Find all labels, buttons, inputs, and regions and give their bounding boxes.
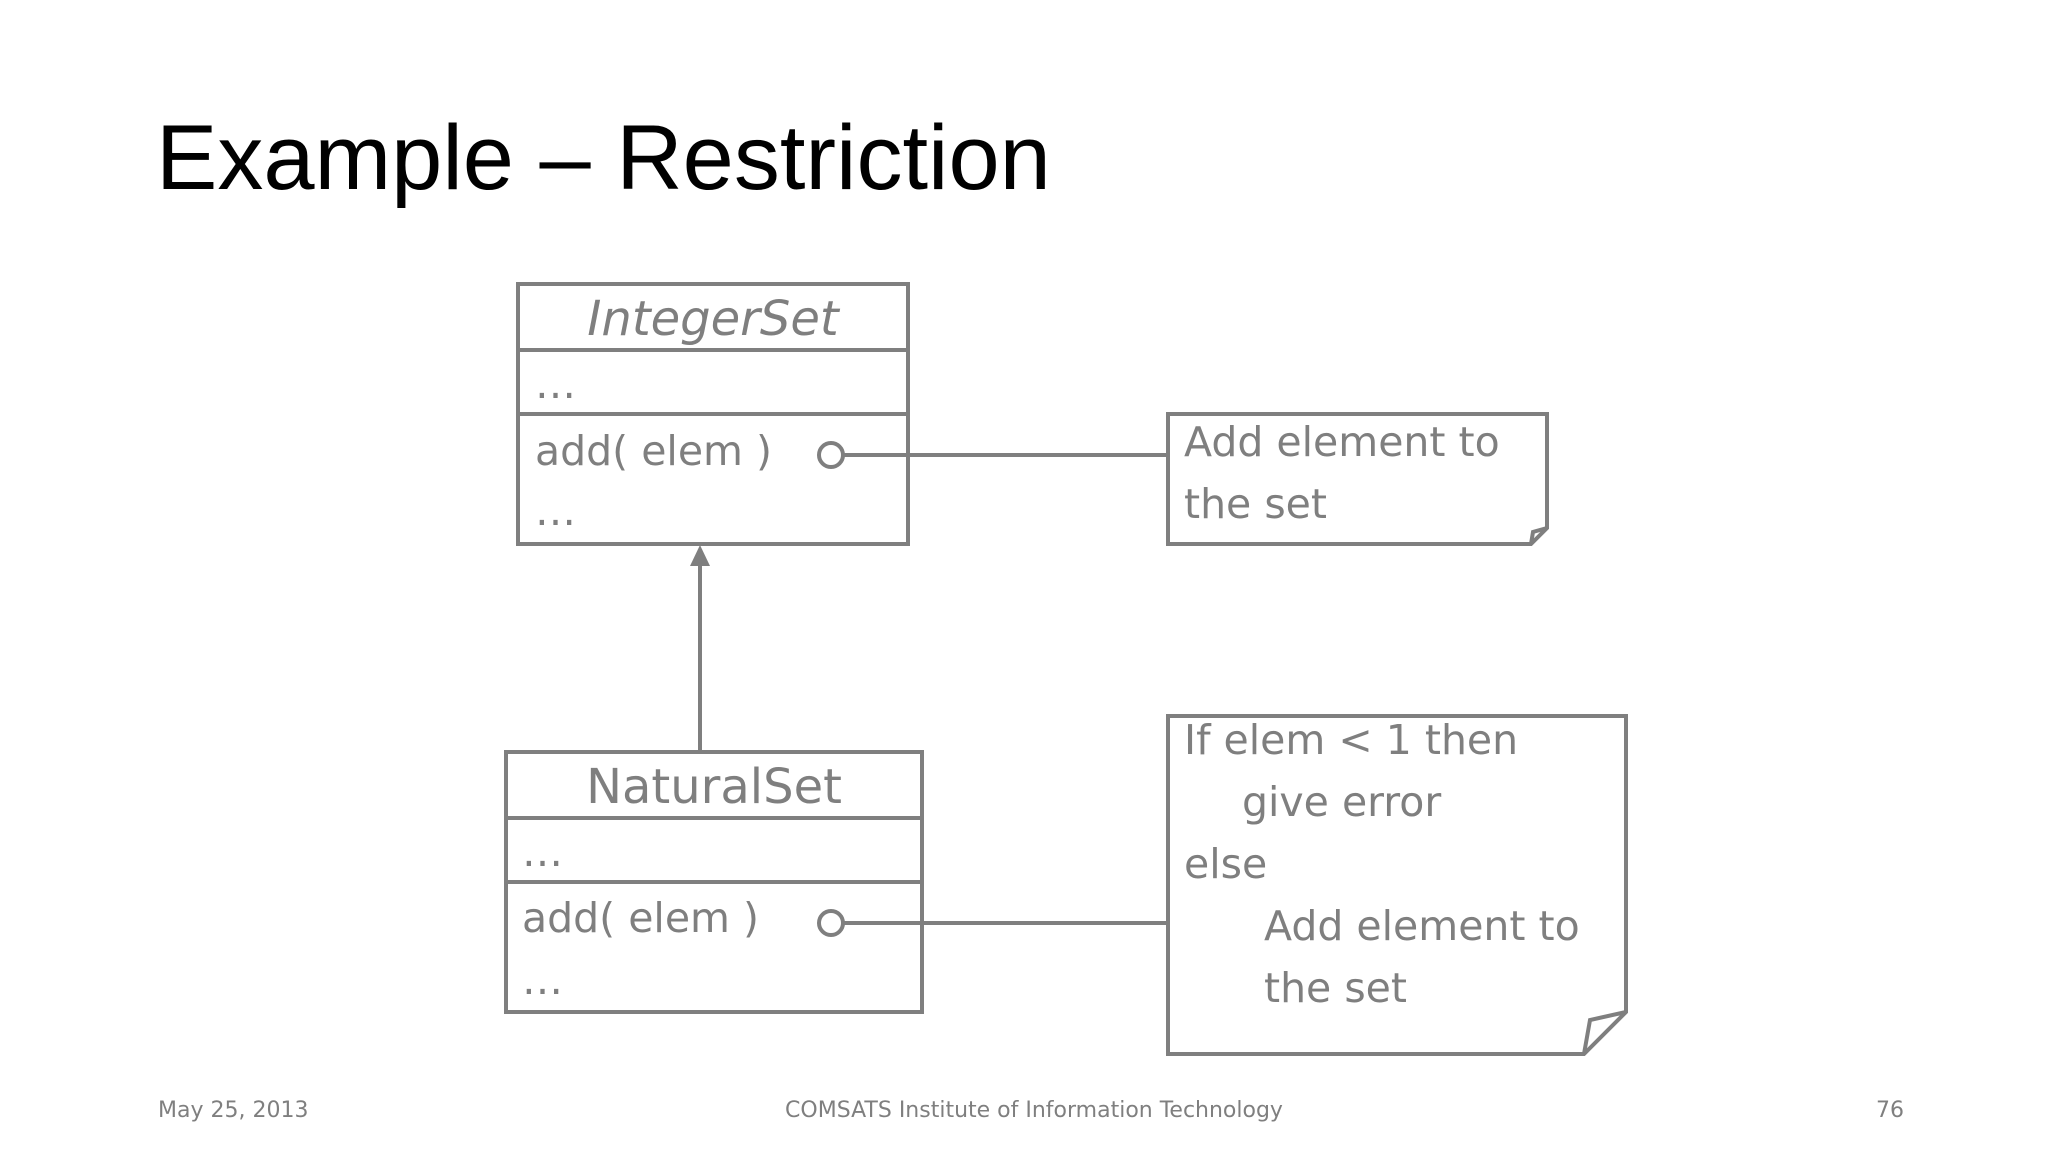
footer-institute: COMSATS Institute of Information Technol… — [785, 1098, 1283, 1123]
note-integer-set-line-2: the set — [1184, 480, 1327, 528]
class-natural-set: NaturalSet … add( elem ) … — [504, 750, 924, 1014]
class-integer-set-operation: add( elem ) — [535, 427, 772, 475]
note-natural-set: If elem < 1 then give error else Add ele… — [1166, 714, 1628, 1056]
class-integer-set: IntegerSet … add( elem ) … — [516, 282, 910, 546]
note-natural-set-line-4: Add element to — [1264, 902, 1580, 950]
class-integer-set-name: IntegerSet — [587, 291, 841, 347]
note-natural-set-line-5: the set — [1264, 964, 1407, 1012]
note-natural-set-shape — [1166, 714, 1628, 1056]
note-natural-set-fold — [1582, 1010, 1627, 1055]
class-natural-set-more-operations: … — [522, 956, 563, 1004]
footer-date: May 25, 2013 — [158, 1098, 309, 1123]
class-natural-set-operation: add( elem ) — [522, 894, 759, 942]
note-integer-set: Add element to the set — [1166, 412, 1549, 546]
note-natural-set-line-2: give error — [1242, 778, 1441, 826]
note-natural-set-line-3: else — [1184, 840, 1267, 888]
generalization-arrowhead — [690, 545, 710, 566]
note-natural-set-line-1: If elem < 1 then — [1184, 716, 1518, 764]
class-natural-set-attributes: … — [522, 828, 563, 876]
class-natural-set-name: NaturalSet — [586, 759, 842, 815]
class-integer-set-more-operations: … — [535, 487, 576, 535]
footer-page-number: 76 — [1876, 1098, 1904, 1123]
note-integer-set-fold — [1529, 526, 1548, 545]
slide-title: Example – Restriction — [156, 107, 1051, 209]
note-integer-set-line-1: Add element to — [1184, 418, 1500, 466]
note-integer-set-shape — [1166, 412, 1549, 546]
class-integer-set-attributes: … — [535, 360, 576, 408]
